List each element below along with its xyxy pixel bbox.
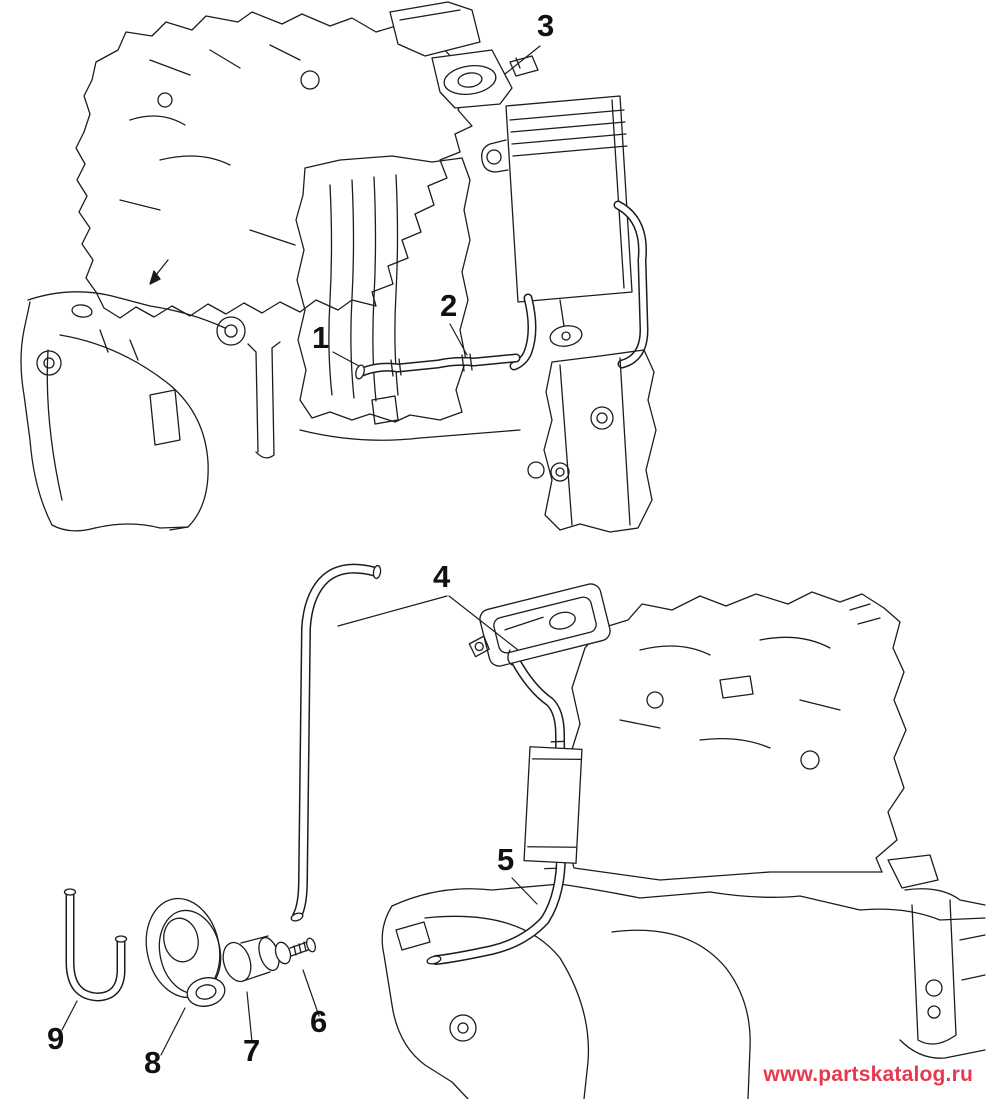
callout-5: 5 bbox=[497, 842, 515, 877]
bracket-right-top bbox=[527, 349, 657, 533]
powerhead-top-left bbox=[75, 11, 473, 319]
transom-bracket-left bbox=[20, 291, 281, 532]
callout-1: 1 bbox=[312, 320, 330, 355]
fuel-cooler-assembly bbox=[389, 1, 649, 371]
callout-9: 9 bbox=[47, 1021, 65, 1056]
fuel-hose-1-2 bbox=[355, 353, 521, 380]
cylinder-block-center bbox=[295, 155, 521, 441]
callout-8: 8 bbox=[144, 1045, 162, 1080]
cap-assembly bbox=[468, 583, 611, 667]
small-parts-bottom-left bbox=[63, 888, 317, 1007]
hose-4 bbox=[290, 563, 382, 922]
leader-lines bbox=[61, 45, 541, 1056]
callout-7: 7 bbox=[243, 1033, 261, 1068]
callout-3: 3 bbox=[537, 8, 555, 43]
callout-6: 6 bbox=[310, 1004, 328, 1039]
callout-4: 4 bbox=[433, 559, 451, 594]
watermark-text: www.partskatalog.ru bbox=[763, 1063, 973, 1086]
hose-5-with-filter bbox=[426, 653, 583, 965]
engine-bottom-right bbox=[381, 591, 986, 1099]
callout-2: 2 bbox=[440, 288, 458, 323]
